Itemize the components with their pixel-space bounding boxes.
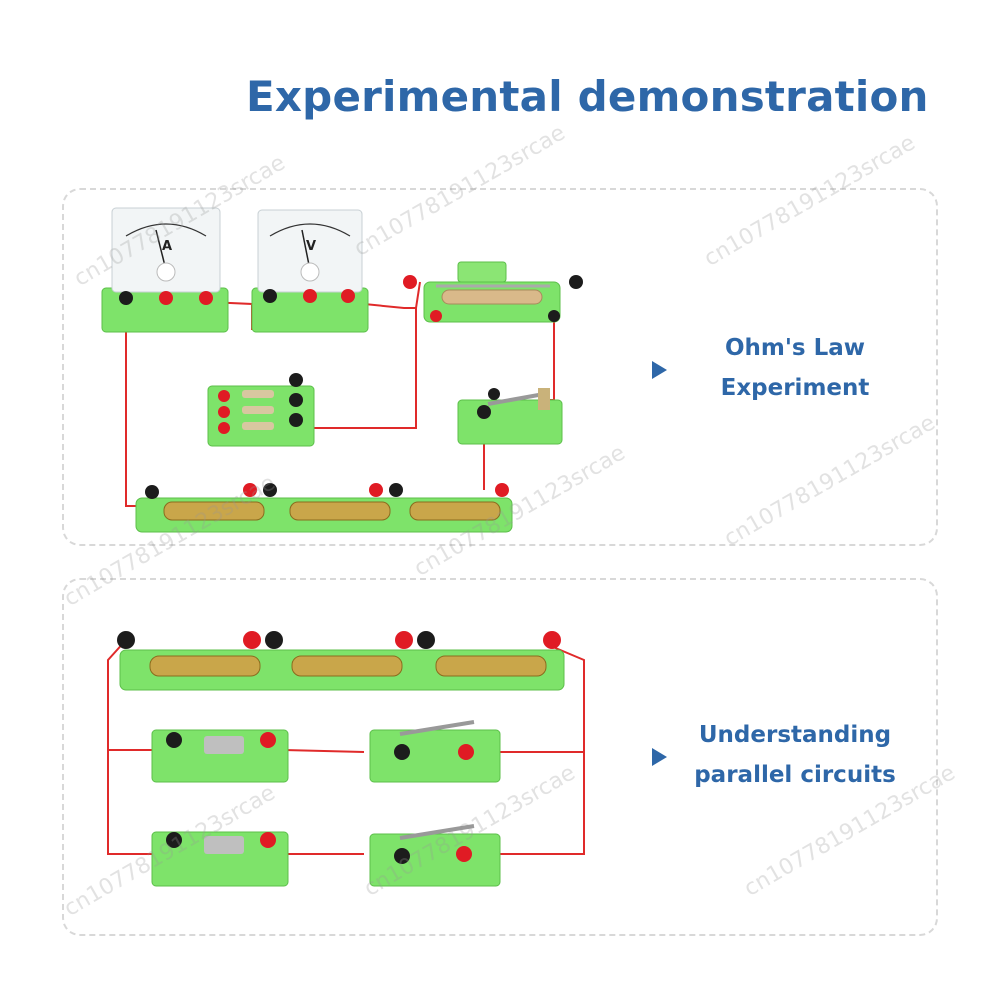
terminal-red <box>218 390 230 402</box>
terminal-red <box>260 832 276 848</box>
knife-switch <box>457 388 563 445</box>
terminal-black <box>488 388 500 400</box>
terminal-black <box>389 483 403 497</box>
terminal-red <box>303 289 317 303</box>
ammeter-label: A <box>162 239 172 254</box>
terminal-red <box>199 291 213 305</box>
terminal-black <box>569 275 583 289</box>
voltmeter-label: V <box>306 239 316 254</box>
terminal-black <box>166 832 182 848</box>
terminal-red <box>341 289 355 303</box>
knife-switch <box>369 720 501 783</box>
caption-line: Understanding <box>698 722 892 748</box>
knife-switch <box>369 824 501 887</box>
terminal-red <box>243 483 257 497</box>
terminal-black <box>263 483 277 497</box>
terminal-red <box>458 744 474 760</box>
knife-switch <box>151 831 289 887</box>
terminal-black <box>265 631 283 649</box>
terminal-red <box>495 483 509 497</box>
resistor-board <box>207 373 315 447</box>
terminal-black <box>477 405 491 419</box>
terminal-red <box>456 846 472 862</box>
terminal-red <box>218 422 230 434</box>
terminal-black <box>145 485 159 499</box>
terminal-black <box>289 373 303 387</box>
terminal-red <box>159 291 173 305</box>
terminal-black <box>166 732 182 748</box>
arrow-right-icon <box>652 361 667 379</box>
ohms-law-caption: Ohm's Law Experiment <box>652 328 932 408</box>
parallel-circuits-panel: Understanding parallel circuits <box>62 578 938 936</box>
page-title: Experimental demonstration <box>246 72 929 121</box>
terminal-red <box>218 406 230 418</box>
terminal-black <box>417 631 435 649</box>
caption-line: parallel circuits <box>694 762 896 788</box>
parallel-circuit-image <box>107 631 585 887</box>
arrow-right-icon <box>652 748 667 766</box>
terminal-black <box>394 848 410 864</box>
terminal-red <box>243 631 261 649</box>
caption-line: Experiment <box>720 375 870 401</box>
caption-line: Ohm's Law <box>724 335 866 361</box>
ohms-law-circuit-image: A V <box>101 207 583 533</box>
ohms-law-panel: A V <box>62 188 938 546</box>
terminal-red <box>543 631 561 649</box>
knife-switch <box>151 729 289 783</box>
ammeter: A <box>101 207 229 333</box>
terminal-black <box>117 631 135 649</box>
terminal-red <box>260 732 276 748</box>
rheostat <box>403 261 583 323</box>
terminal-black <box>548 310 560 322</box>
terminal-black <box>394 744 410 760</box>
battery-holder <box>117 631 565 691</box>
terminal-red <box>430 310 442 322</box>
parallel-circuits-caption: Understanding parallel circuits <box>652 715 932 795</box>
battery-holder <box>135 483 513 533</box>
terminal-black <box>119 291 133 305</box>
terminal-red <box>403 275 417 289</box>
terminal-black <box>263 289 277 303</box>
terminal-red <box>369 483 383 497</box>
voltmeter: V <box>251 209 369 333</box>
terminal-black <box>289 413 303 427</box>
terminal-red <box>395 631 413 649</box>
terminal-black <box>289 393 303 407</box>
